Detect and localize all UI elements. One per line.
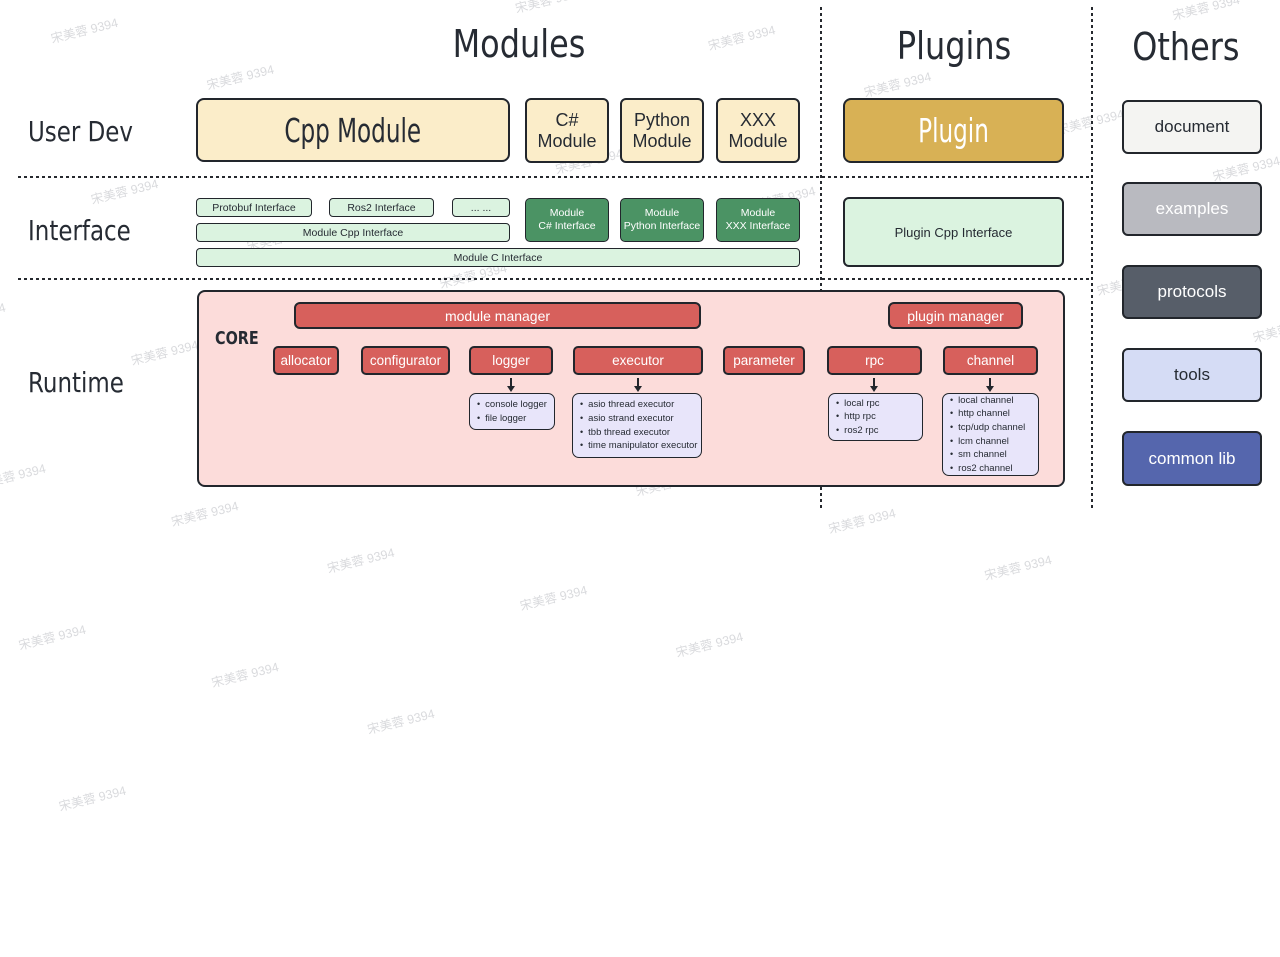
allocator-box: allocator xyxy=(273,346,339,375)
diagram-canvas: { "watermark": "宋美蓉 9394", "headers": { … xyxy=(0,0,1280,814)
list-item: •local rpc xyxy=(836,397,880,409)
watermark-text: 宋美蓉 9394 xyxy=(674,629,745,661)
module-c-interface-box: Module C Interface xyxy=(196,248,800,267)
separator-userdev-interface xyxy=(18,176,1092,179)
ros2-interface-box: Ros2 Interface xyxy=(329,198,434,217)
watermark-text: 宋美蓉 9394 xyxy=(862,69,933,100)
plugin-box: Plugin xyxy=(843,98,1064,163)
plugin-cpp-interface-box: Plugin Cpp Interface xyxy=(843,197,1064,267)
list-item: •tcp/udp channel xyxy=(950,421,1026,433)
row-label-interface: Interface xyxy=(28,214,131,247)
parameter-box: parameter xyxy=(723,346,805,375)
separator-plugins-others xyxy=(1091,7,1094,511)
watermark-text: 宋美蓉 9394 xyxy=(0,300,8,330)
list-item: •tbb thread executor xyxy=(580,426,671,438)
rpc-list: •local rpc •http rpc•ros2 rpc xyxy=(828,393,923,441)
watermark-text: 宋美蓉 9394 xyxy=(49,15,120,47)
logger-list: •console logger •file logger xyxy=(469,393,555,430)
module-csharp-interface-box: Module C# Interface xyxy=(525,198,609,242)
watermark-text: 宋美蓉 9394 xyxy=(365,706,437,737)
section-title-plugins: Plugins xyxy=(896,24,1012,68)
list-item: •console logger xyxy=(477,398,547,410)
list-item: •ros2 rpc xyxy=(836,424,879,436)
watermark-text: 宋美蓉 9394 xyxy=(706,22,777,54)
channel-arrow-icon xyxy=(984,378,996,393)
others-common-lib-box: common lib xyxy=(1122,431,1262,486)
separator-modules-plugins xyxy=(820,7,823,511)
module-manager-box: module manager xyxy=(294,302,701,329)
others-tools-box: tools xyxy=(1122,348,1262,402)
list-item: •local channel xyxy=(950,394,1014,406)
watermark-text: 宋美蓉 9394 xyxy=(0,461,48,492)
list-item: •ros2 channel xyxy=(950,462,1013,474)
channel-list: •local channel •http channel•tcp/udp chan… xyxy=(942,393,1039,476)
watermark-text: 宋美蓉 9394 xyxy=(518,583,589,614)
protobuf-interface-box: Protobuf Interface xyxy=(196,198,312,217)
xxx-module-box: XXX Module xyxy=(716,98,800,163)
channel-box: channel xyxy=(943,346,1038,375)
row-label-user-dev: User Dev xyxy=(28,115,134,148)
watermark-text: 宋美蓉 9394 xyxy=(983,552,1054,584)
watermark-text: 宋美蓉 9394 xyxy=(205,62,276,93)
executor-arrow-icon xyxy=(632,378,644,393)
watermark-text: 宋美蓉 9394 xyxy=(325,545,396,576)
csharp-module-box: C# Module xyxy=(525,98,609,163)
others-document-box: document xyxy=(1122,100,1262,154)
list-item: •time manipulator executor xyxy=(580,440,698,452)
others-examples-box: examples xyxy=(1122,182,1262,236)
module-python-interface-box: Module Python Interface xyxy=(620,198,704,242)
list-item: •sm channel xyxy=(950,449,1007,461)
configurator-box: configurator xyxy=(361,346,450,375)
list-item: •file logger xyxy=(477,412,527,424)
list-item: •http rpc xyxy=(836,411,876,423)
section-title-modules: Modules xyxy=(452,22,586,66)
rpc-box: rpc xyxy=(827,346,922,375)
cpp-module-box: Cpp Module xyxy=(196,98,510,162)
watermark-text: 宋美蓉 9394 xyxy=(1171,0,1242,23)
more-interfaces-box: ... ... xyxy=(452,198,510,217)
watermark-text: 宋美蓉 9394 xyxy=(1211,153,1280,185)
list-item: •asio strand executor xyxy=(580,412,674,424)
logger-box: logger xyxy=(469,346,553,375)
watermark-text: 宋美蓉 9394 xyxy=(57,783,128,814)
watermark-text: 宋美蓉 9394 xyxy=(17,622,88,653)
section-title-others: Others xyxy=(1132,25,1240,69)
watermark-text: 宋美蓉 9394 xyxy=(513,0,585,16)
list-item: •http channel xyxy=(950,408,1010,420)
separator-interface-runtime xyxy=(18,277,1092,280)
module-cpp-interface-box: Module Cpp Interface xyxy=(196,223,510,242)
executor-list: •asio thread executor•asio strand execut… xyxy=(572,393,702,458)
logger-arrow-icon xyxy=(505,378,517,393)
watermark-text: 宋美蓉 9394 xyxy=(89,176,160,208)
watermark-text: 宋美蓉 9394 xyxy=(169,499,241,530)
list-item: •asio thread executor xyxy=(580,399,675,411)
row-label-runtime: Runtime xyxy=(28,366,124,399)
plugin-manager-box: plugin manager xyxy=(888,302,1023,329)
core-label: CORE xyxy=(215,328,259,349)
executor-box: executor xyxy=(573,346,703,375)
watermark-text: 宋美蓉 9394 xyxy=(827,506,898,537)
rpc-arrow-icon xyxy=(868,378,880,393)
others-protocols-box: protocols xyxy=(1122,265,1262,319)
python-module-box: Python Module xyxy=(620,98,704,163)
watermark-text: 宋美蓉 9394 xyxy=(210,660,281,691)
list-item: •lcm channel xyxy=(950,435,1009,447)
module-xxx-interface-box: Module XXX Interface xyxy=(716,198,800,242)
